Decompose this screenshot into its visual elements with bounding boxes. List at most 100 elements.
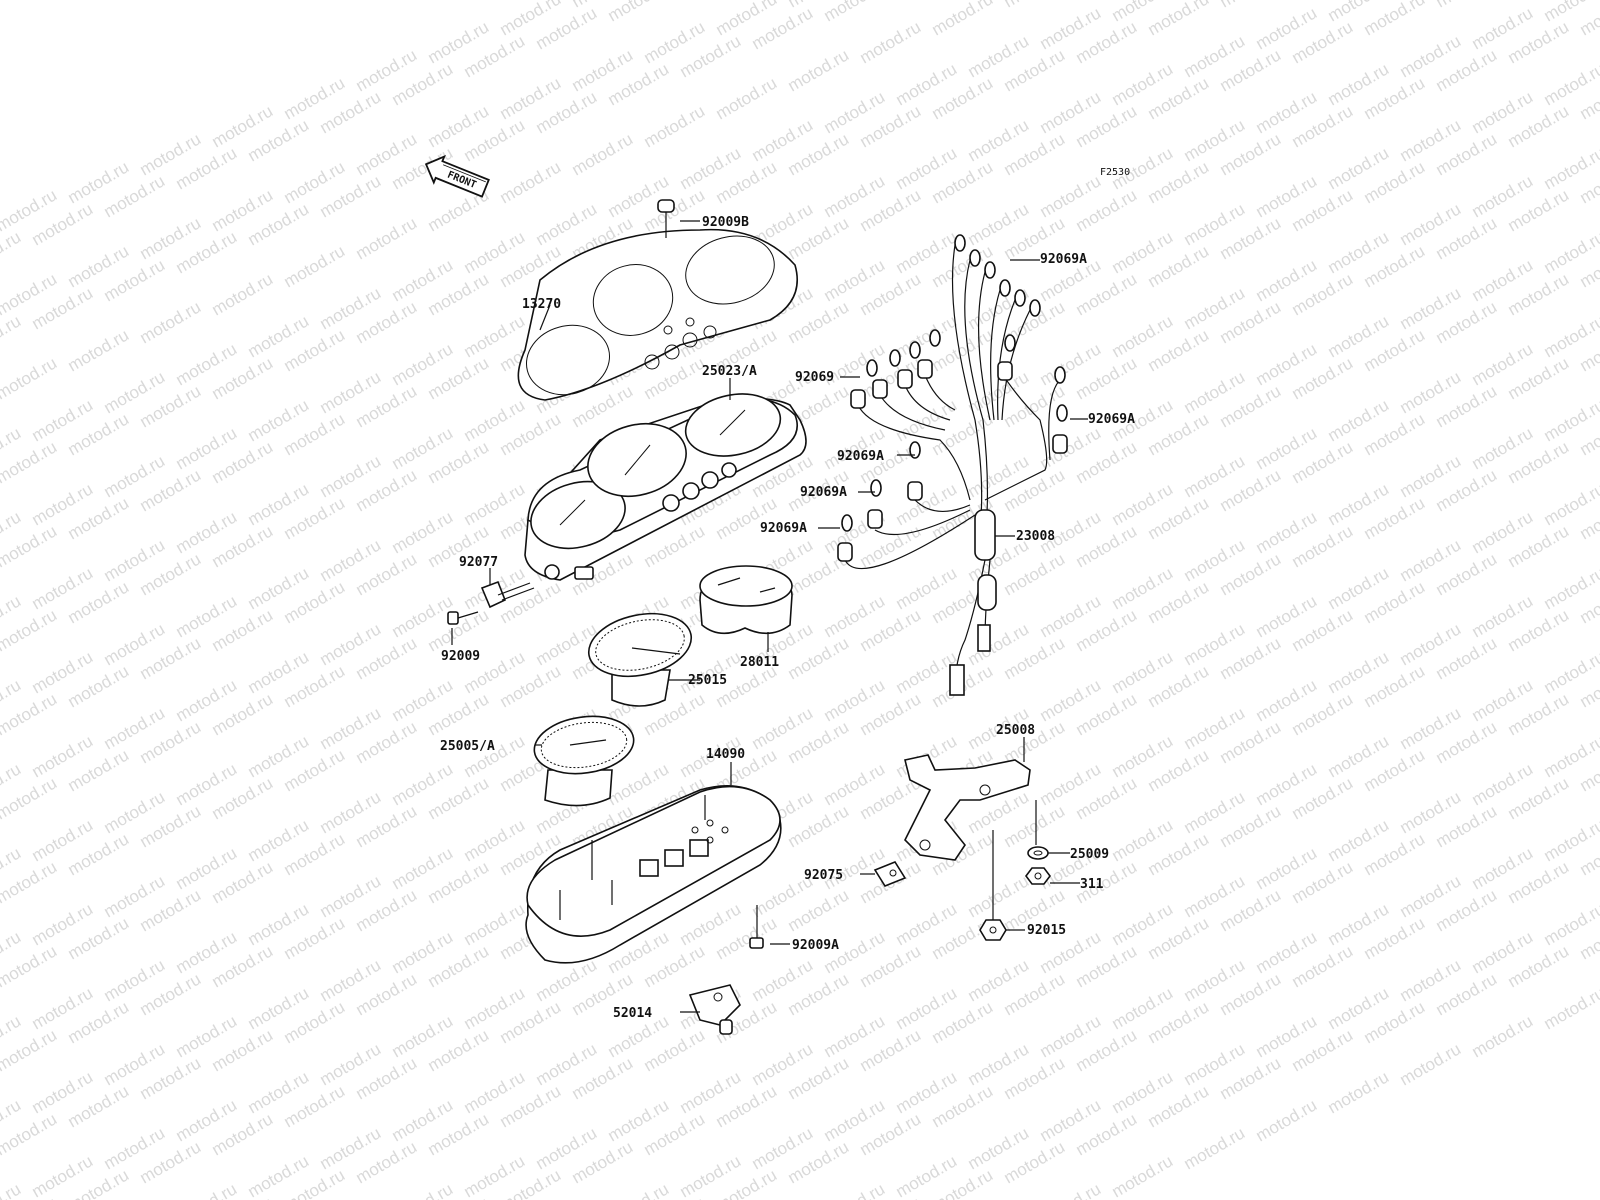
bulb [909,341,921,359]
watermark-text: motod.ru [1397,1039,1465,1089]
label-92009A: 92009A [792,938,839,953]
bulb [889,349,901,367]
label-25009: 25009 [1070,847,1109,862]
watermark-text: motod.ru [713,73,781,123]
watermark-text: motod.ru [929,0,997,39]
watermark-text: motod.ru [0,311,24,361]
bulb [969,249,981,267]
gauge-28011 [699,565,793,635]
bulb-socket [850,389,866,409]
screw-92009B [657,199,675,238]
bulb-socket [907,481,923,501]
watermark-text: motod.ru [1433,0,1501,11]
bulb-socket [872,379,888,399]
watermark-text: motod.ru [821,0,889,25]
bulb [841,514,853,532]
watermark-text: motod.ru [1181,1123,1249,1173]
label-25015: 25015 [688,673,727,688]
watermark-text: motod.ru [785,45,853,95]
label-92069A-1: 92069A [1040,252,1087,267]
bulb [1029,299,1041,317]
leader-lines [451,220,1088,1013]
speedometer-25005A [533,715,635,807]
watermark-text: motod.ru [641,101,709,151]
bulb-socket [897,369,913,389]
label-92069A-5: 92069A [760,521,807,536]
bulb-socket [997,361,1013,381]
watermark-text: motod.ru [1469,1011,1537,1061]
label-92069A-3: 92069A [837,449,884,464]
meter-housing-14090 [525,784,782,964]
wiring-harness-23008 [837,234,1068,696]
label-92069A-2: 92069A [1088,412,1135,427]
label-25005A: 25005/A [440,739,495,754]
bulb-socket [917,359,933,379]
trip-knob-92077 [480,580,535,609]
part-labels: 92009B 13270 25023/A 92077 92009 28011 2… [440,215,1135,1021]
label-92077: 92077 [459,555,498,570]
watermark-text: motod.ru [497,157,565,207]
watermark-text: motod.ru [1145,0,1213,39]
watermark-text: motod.ru [569,129,637,179]
meter-case-25023A [524,393,807,581]
label-92009B: 92009B [702,215,749,230]
label-28011: 28011 [740,655,779,670]
bulb-socket [867,509,883,529]
bulb [984,261,996,279]
watermark-text: motod.ru [605,0,673,25]
watermark-text: motod.ru [1361,0,1429,39]
label-311: 311 [1080,877,1104,892]
bulb [870,479,882,497]
label-92015: 92015 [1027,923,1066,938]
bulb [909,441,921,459]
watermark-text: motod.ru [0,1179,24,1200]
label-14090: 14090 [706,747,745,762]
bulb [1056,404,1068,422]
bulb-socket [837,542,853,562]
label-25008: 25008 [996,723,1035,738]
watermark-text: motod.ru [0,227,24,277]
label-13270: 13270 [522,297,561,312]
watermark-text: motod.ru [137,297,205,347]
sensor-52014 [688,984,741,1035]
watermark-text: motod.ru [1109,1151,1177,1200]
figure-code: F2530 [1100,167,1130,178]
watermark-text: motod.ru [65,325,133,375]
bracket-25008 [904,754,1031,861]
bulb [1014,289,1026,307]
nut-92015 [979,919,1007,941]
watermark-text: motod.ru [0,353,60,403]
label-92075: 92075 [804,868,843,883]
nut-311 [1025,867,1051,885]
label-92009: 92009 [441,649,480,664]
watermark-text: motod.ru [857,17,925,67]
bulb [999,279,1011,297]
watermark-text: motod.ru [1541,983,1600,1033]
watermark-text: motod.ru [821,1179,889,1200]
tachometer-25015 [587,612,693,707]
watermark-text: motod.ru [1217,0,1285,11]
watermark-text: motod.ru [353,213,421,263]
bulb-socket [1052,434,1068,454]
grommet-92075 [873,861,907,887]
watermark-text: motod.ru [389,1179,457,1200]
watermark-text: motod.ru [605,1179,673,1200]
watermark-text: motod.ru [1253,1095,1321,1145]
label-25023A: 25023/A [702,364,757,379]
label-92069: 92069 [795,370,834,385]
bulb [866,359,878,377]
label-92069A-4: 92069A [800,485,847,500]
front-arrow-icon: FRONT [424,154,490,198]
screw-92009A [749,905,764,949]
watermark-text: motod.ru [209,269,277,319]
watermark-text: motod.ru [1037,1179,1105,1200]
bulb [954,234,966,252]
watermark-text: motod.ru [281,241,349,291]
watermark-text: motod.ru [173,1179,241,1200]
screw-92009 [447,611,479,625]
bulb [1004,334,1016,352]
watermark-text: motod.ru [1001,0,1069,11]
